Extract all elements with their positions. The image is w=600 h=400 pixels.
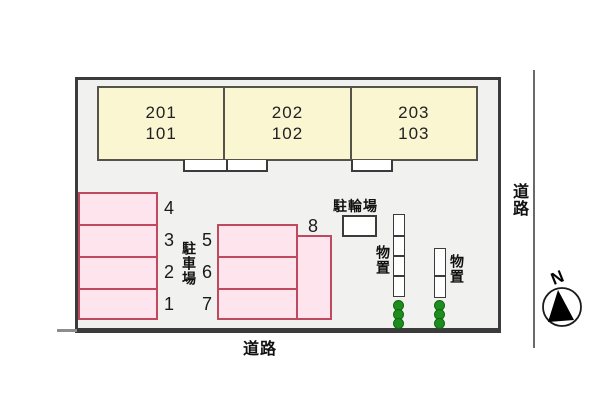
- parking-space-4-label: 4: [163, 198, 174, 218]
- road-edge-stub: [57, 329, 77, 332]
- bicycle-parking-rect: [342, 215, 377, 237]
- storage-short-label: 物置: [449, 254, 465, 284]
- parking-space-2-label: 2: [163, 262, 174, 282]
- parking-space-5-label: 5: [201, 230, 212, 250]
- parking-space-6-label: 6: [201, 262, 212, 282]
- storage-divider: [435, 275, 445, 277]
- parking-divider: [80, 224, 156, 226]
- parking-space-7-label: 7: [201, 294, 212, 314]
- unit-lower-label: 102: [271, 123, 304, 143]
- unit-lower-label: 103: [398, 123, 430, 143]
- unit-upper-label: 201: [145, 103, 177, 123]
- unit-201-101: 201 101: [99, 88, 223, 159]
- storage-shed-tall: [393, 214, 405, 297]
- parking-space-8-label: 8: [307, 216, 318, 236]
- unit-upper-label: 203: [398, 103, 430, 123]
- unit-203-103: 203 103: [349, 88, 476, 159]
- bicycle-parking-label: 駐輪場: [333, 198, 378, 214]
- storage-tall-label: 物置: [375, 245, 391, 275]
- storage-divider: [394, 275, 404, 277]
- bush-icon: [434, 318, 445, 329]
- parking-space-8: [296, 235, 332, 320]
- road-label-right: 道路: [510, 183, 527, 217]
- storage-shed-short: [434, 248, 446, 298]
- storage-divider: [394, 255, 404, 257]
- parking-divider: [219, 256, 296, 258]
- parking-block-center: [217, 224, 298, 320]
- parking-divider: [219, 288, 296, 290]
- entrance-porch-left: [183, 160, 268, 172]
- compass-north-icon: N: [542, 267, 582, 327]
- compass-n-label: N: [548, 267, 567, 289]
- entrance-porch-right: [351, 160, 393, 172]
- porch-divider: [226, 160, 228, 170]
- parking-divider: [80, 288, 156, 290]
- unit-202-102: 202 102: [223, 88, 349, 159]
- unit-upper-label: 202: [271, 103, 304, 123]
- road-label-bottom: 道路: [242, 341, 277, 358]
- parking-space-1-label: 1: [163, 294, 174, 314]
- parking-block-left: [78, 192, 158, 320]
- parking-space-3-label: 3: [163, 230, 174, 250]
- road-line-right: [533, 70, 535, 348]
- apartment-building: 201 101 202 102 203 103: [97, 86, 478, 161]
- bush-icon: [393, 318, 404, 329]
- unit-lower-label: 101: [145, 123, 177, 143]
- parking-area-label: 駐車場: [181, 241, 197, 286]
- storage-divider: [394, 235, 404, 237]
- parking-divider: [80, 256, 156, 258]
